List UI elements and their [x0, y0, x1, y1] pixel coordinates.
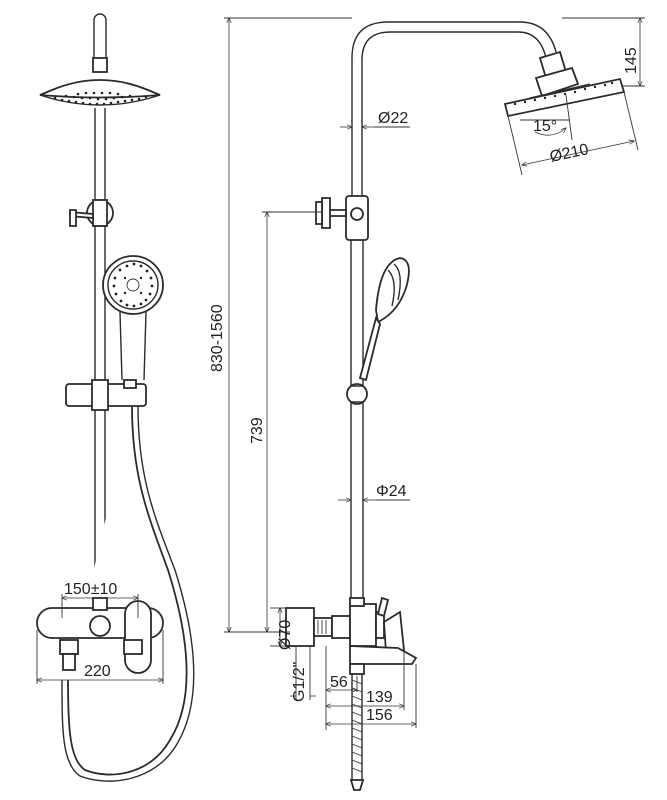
dim-body-dia: Ø70	[277, 620, 294, 650]
dim-spout-spacing: 150±10	[64, 581, 117, 598]
hand-shower	[102, 255, 164, 381]
dim-wall-height: 739	[249, 417, 266, 444]
wall-plate	[285, 607, 315, 647]
dim-pipe-top-dia: Ø22	[378, 110, 408, 127]
dim-pipe-lower-dia: Φ24	[376, 483, 407, 500]
dim-56: 56	[330, 674, 348, 691]
dim-total-height: 830-1560	[209, 304, 226, 372]
dim-head-drop: 145	[623, 47, 640, 74]
mixer-lever	[124, 600, 152, 674]
spout-side	[349, 645, 418, 665]
arm-nut	[92, 57, 108, 73]
mixer-side	[285, 596, 418, 791]
front-view	[36, 13, 195, 782]
side-view	[224, 18, 645, 791]
shower-arm	[351, 21, 557, 195]
mixer-body	[36, 597, 164, 674]
dim-156: 156	[366, 707, 393, 724]
dim-139: 139	[366, 689, 393, 706]
diverter-knob	[69, 199, 114, 227]
dim-angle: 15°	[533, 118, 557, 135]
riser-pipe	[94, 108, 106, 600]
dim-mixer-width: 220	[84, 663, 111, 680]
rain-shower-head	[39, 79, 161, 106]
dim-head-dia: Ø210	[548, 141, 590, 166]
slide-holder	[65, 379, 147, 411]
dim-thread: G1/2"	[291, 662, 308, 702]
lever-side	[376, 596, 390, 618]
rain-shower-head-side	[503, 77, 626, 118]
diverter-side	[315, 195, 369, 241]
hand-shower-side	[346, 257, 410, 405]
